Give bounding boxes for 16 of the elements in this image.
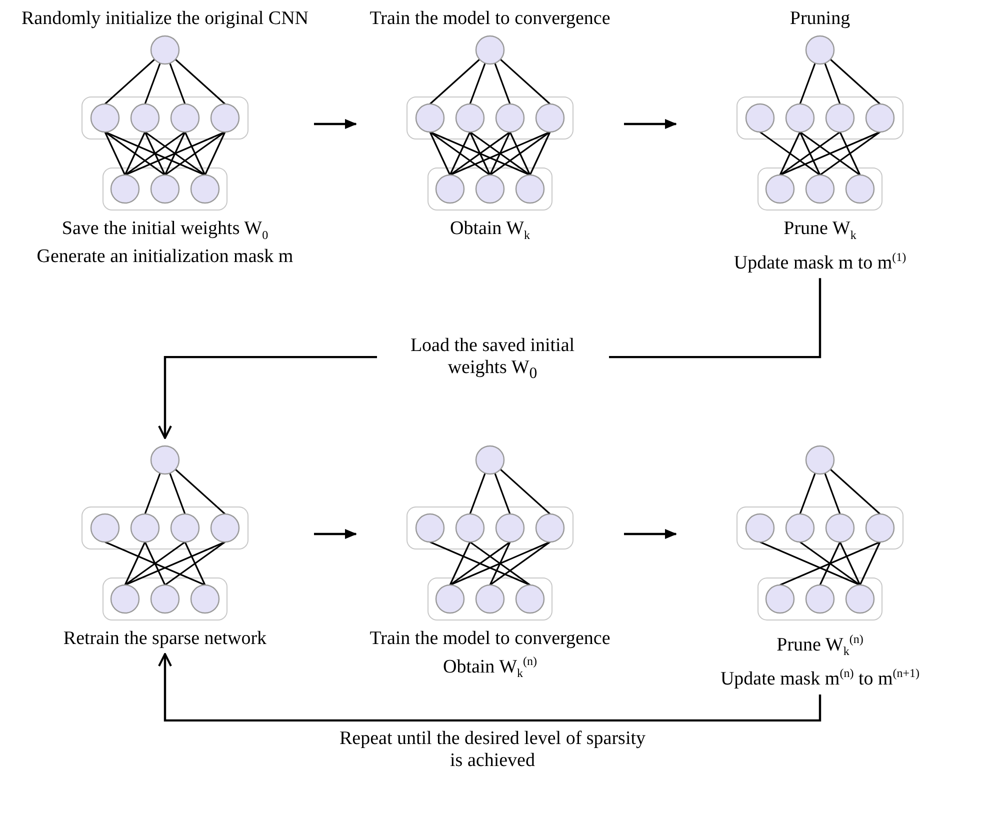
step-heading: Randomly initialize the original CNN [21,8,309,30]
arrow [624,529,677,539]
arrow [158,653,822,722]
step-caption: Train the model to convergence [370,628,610,650]
step-heading: Pruning [790,8,850,30]
step-caption: Update mask m to m$^{(1)}$ [734,248,906,274]
step-caption: Save the initial weights W$_{0}$ [62,218,268,244]
step-caption: Retrain the sparse network [63,628,267,650]
arrow [314,119,357,129]
step-caption: Obtain W$_{k}$ [450,218,530,244]
step-caption: Prune W$_{k}$ [784,218,856,244]
step-heading: Train the model to convergence [370,8,610,30]
arrow [314,529,357,539]
arrow [624,119,677,129]
step-caption: Update mask m$^{(n)}$ to m$^{(n+1)}$ [720,665,920,690]
step-caption: Generate an initialization mask m [36,246,294,268]
